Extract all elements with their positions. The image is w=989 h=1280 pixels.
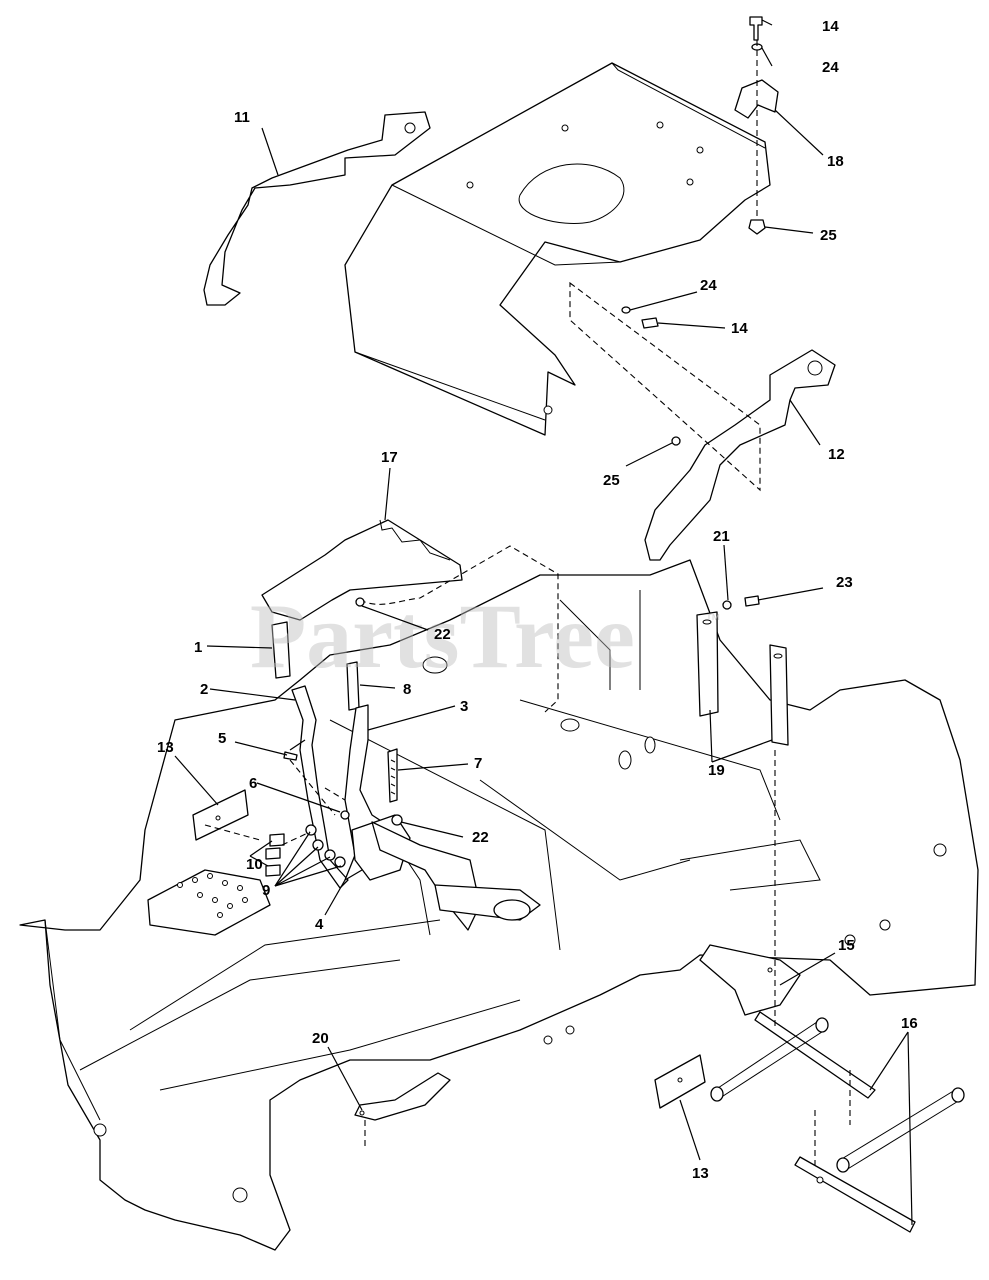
- seat-pan-cover: [344, 62, 771, 436]
- callout-9: 9: [262, 882, 270, 899]
- callout-13-right: 13: [692, 1165, 709, 1182]
- callout-14-top: 14: [822, 18, 839, 35]
- callout-16: 16: [901, 1015, 918, 1032]
- callout-22-mid: 22: [472, 829, 489, 846]
- watermark: PartsTree ™: [250, 585, 721, 687]
- part-16-links: [710, 1011, 965, 1233]
- callout-19: 19: [708, 762, 725, 779]
- callout-3: 3: [460, 698, 468, 715]
- callout-8: 8: [403, 681, 411, 698]
- callout-11: 11: [234, 109, 250, 126]
- callout-24-mid: 24: [700, 277, 717, 294]
- foot-plate: [147, 869, 271, 936]
- part-12-bracket: [644, 349, 836, 561]
- callout-18: 18: [827, 153, 844, 170]
- callout-6: 6: [249, 775, 257, 792]
- callout-2: 2: [200, 681, 208, 698]
- svg-text:™: ™: [705, 612, 721, 629]
- callout-21: 21: [713, 528, 730, 545]
- part-13-plate-right: [654, 1054, 706, 1109]
- callout-22-top: 22: [434, 626, 451, 643]
- part-13-plate-left: [192, 789, 261, 841]
- callout-4: 4: [315, 916, 324, 933]
- callout-23: 23: [836, 574, 853, 591]
- callout-15: 15: [838, 937, 855, 954]
- callout-25-mid: 25: [603, 472, 620, 489]
- lever-assembly: [265, 621, 541, 931]
- part-11-bracket: [203, 111, 431, 306]
- callout-20: 20: [312, 1030, 329, 1047]
- callout-10: 10: [246, 856, 263, 873]
- callout-24-top: 24: [822, 59, 839, 76]
- part-20-bracket: [354, 1072, 451, 1150]
- callout-14-mid: 14: [731, 320, 748, 337]
- hardware-14-24-25-mid: [569, 281, 761, 492]
- callout-1: 1: [194, 639, 202, 656]
- callout-12: 12: [828, 446, 845, 463]
- part-19-spacers: [696, 595, 789, 1030]
- leader-lines: [174, 19, 913, 1226]
- callout-7: 7: [474, 755, 482, 772]
- callout-25-top: 25: [820, 227, 837, 244]
- part-17-plate: [261, 519, 559, 713]
- callout-5: 5: [218, 730, 226, 747]
- callout-labels: 14 24 18 25 24 14 11 12 25 17 22 1 2 8 3…: [157, 18, 918, 1182]
- callout-17: 17: [381, 449, 398, 466]
- svg-text:PartsTree: PartsTree: [250, 585, 635, 687]
- part-18-latch: [734, 16, 779, 235]
- callout-13-left: 13: [157, 739, 174, 756]
